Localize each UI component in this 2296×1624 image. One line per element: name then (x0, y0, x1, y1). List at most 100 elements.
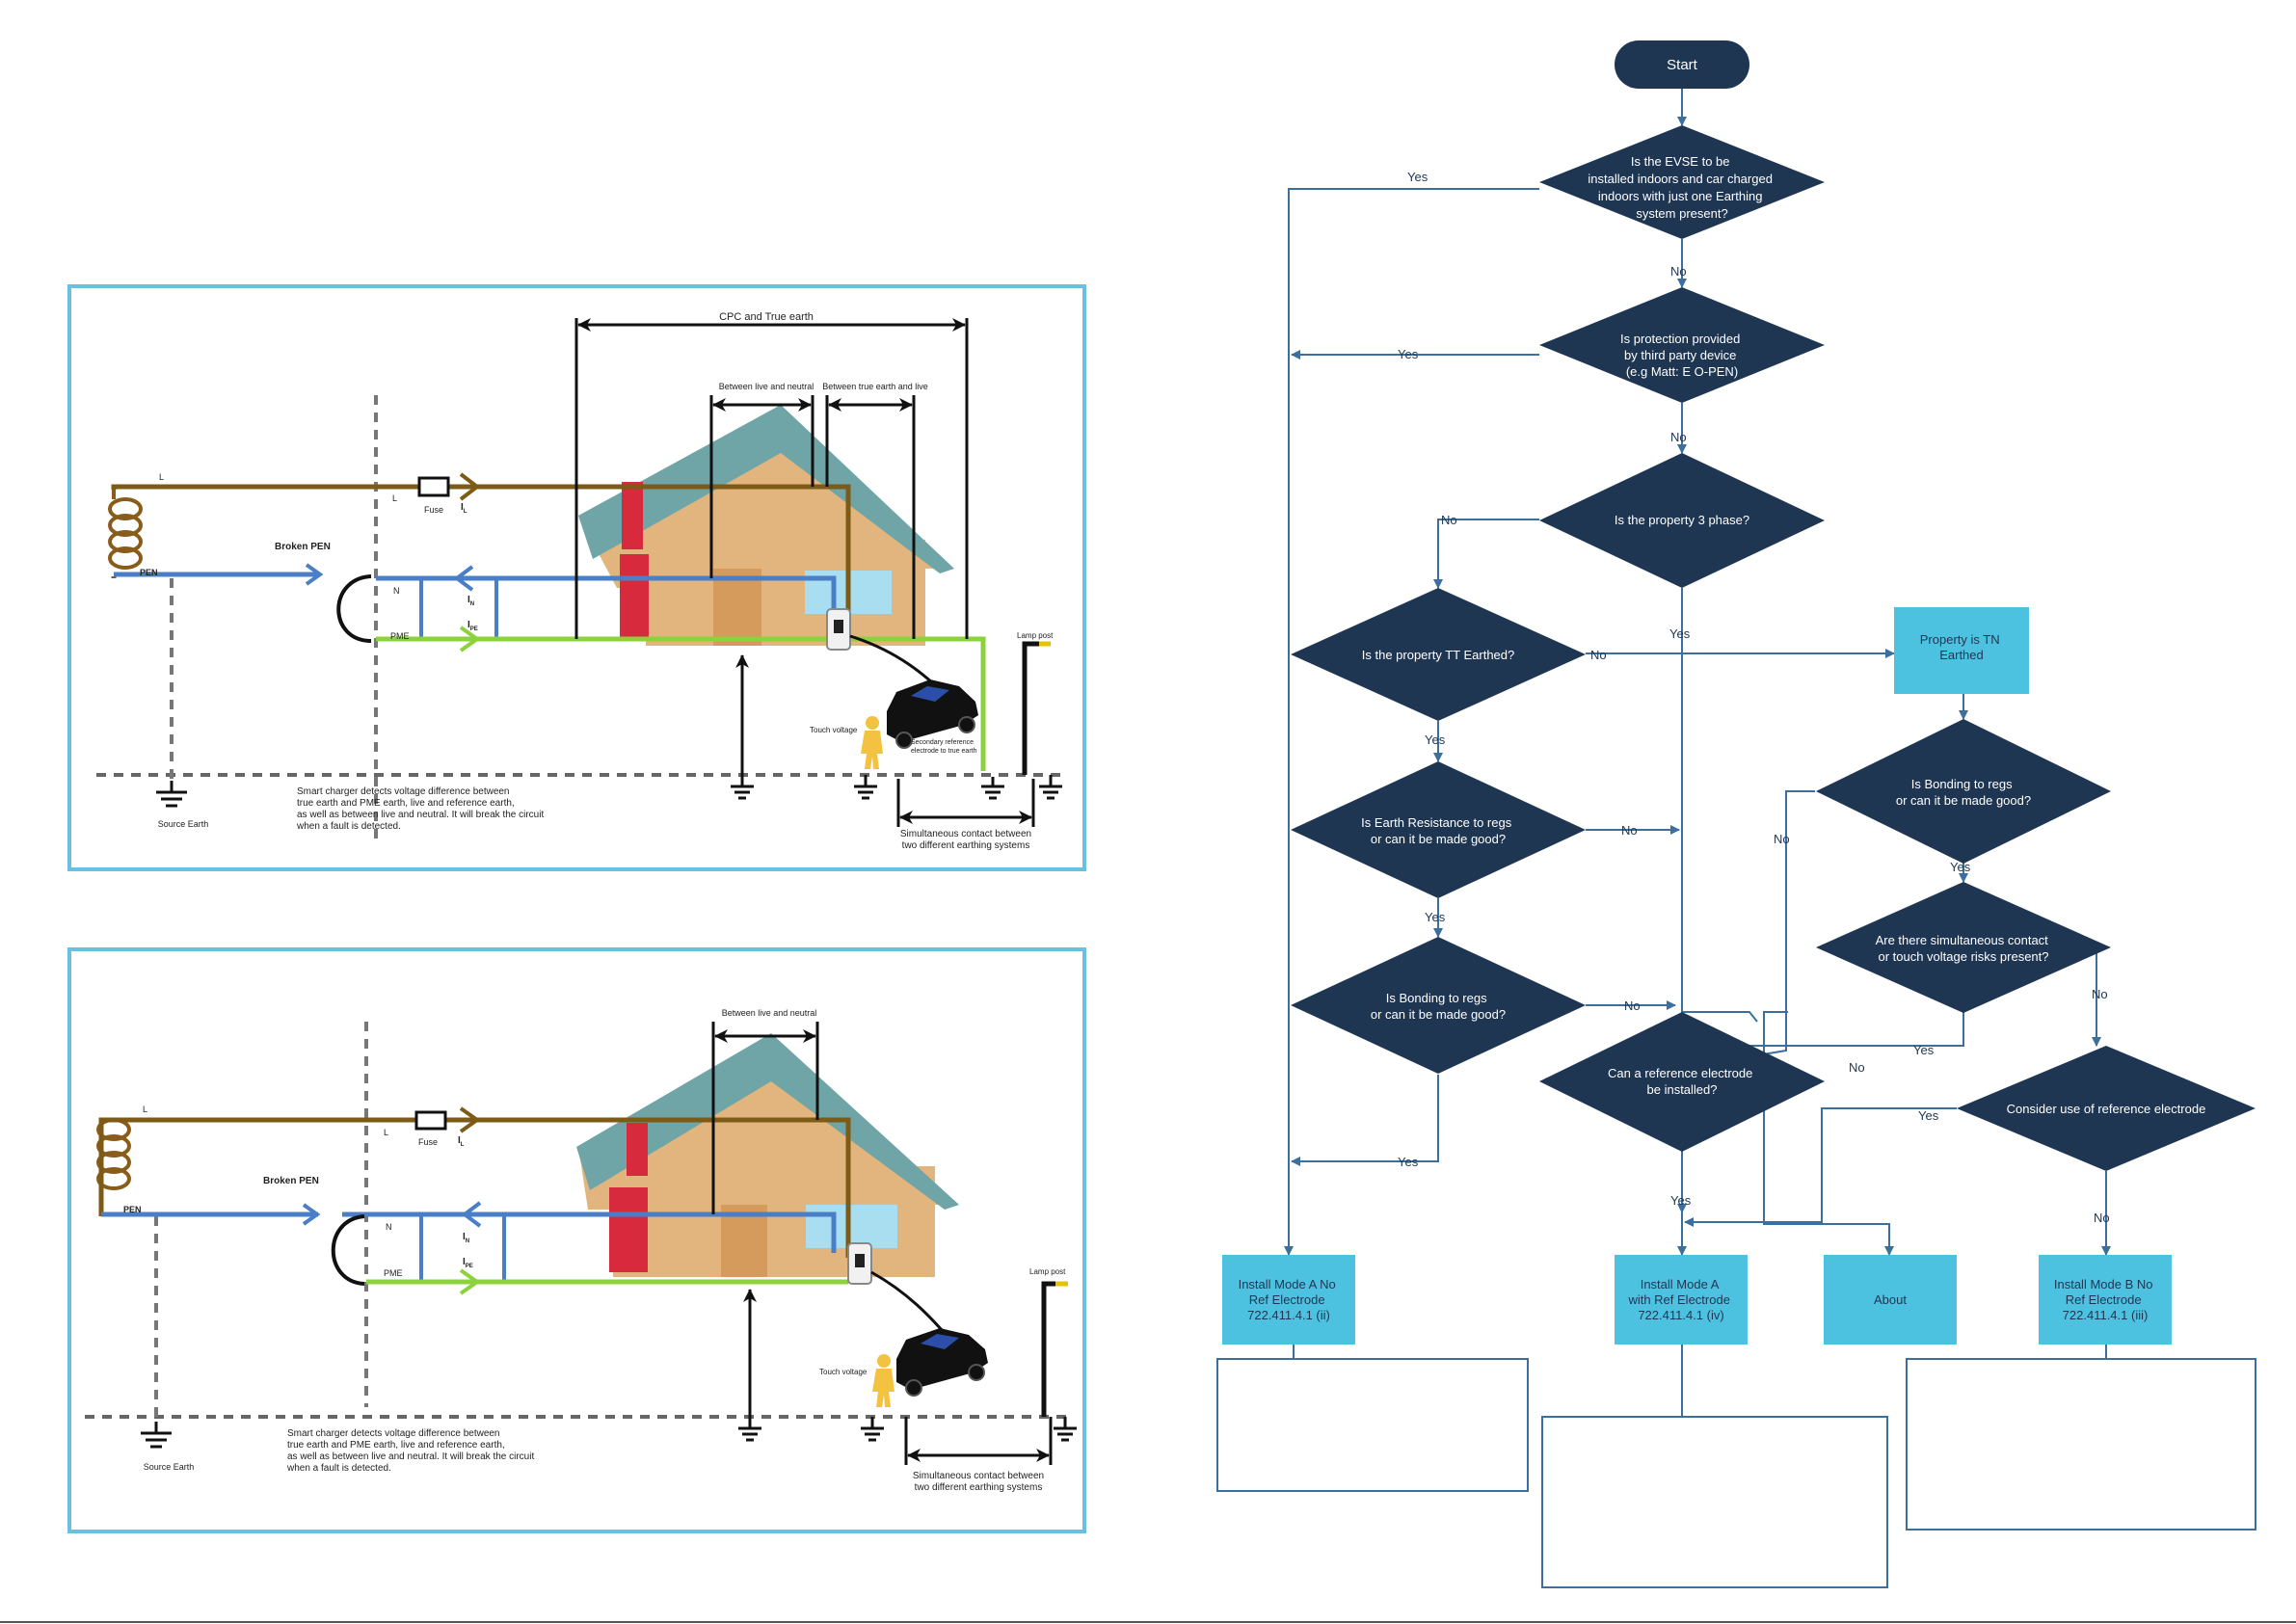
diagram-bottom: Between live and neutral L L Fuse IL Bro… (67, 947, 1086, 1533)
lamp-post (1041, 1281, 1068, 1417)
label-lamp-post: Lamp post (1029, 1267, 1066, 1276)
fuse-icon (417, 476, 450, 497)
label-yes: Yes (1950, 860, 1971, 874)
house (578, 405, 954, 646)
flowchart: Start Is the EVSE to be installed indoor… (1216, 40, 2256, 1588)
label-live-left: L (143, 1105, 147, 1114)
decision-evse-indoors (1539, 125, 1825, 239)
label-secondary-ref-1: Secondary reference (911, 739, 974, 746)
label-no: No (2094, 1211, 2110, 1225)
decision-tt-text: Is the property TT Earthed? (1362, 648, 1515, 662)
result-mode-a-no-ref (1222, 1255, 1355, 1344)
decision-bonding-right (1816, 719, 2111, 864)
result-mode-b-no-ref (2039, 1255, 2172, 1344)
earth-symbol-icon (156, 781, 187, 808)
label-between-live-neutral: Between live and neutral (722, 1008, 817, 1018)
simultaneous-line-2: two different earthing systems (902, 840, 1030, 851)
desc-line-4: when a fault is detected. (286, 1463, 391, 1474)
label-i-l: IL (461, 502, 467, 515)
simultaneous-line-1: Simultaneous contact between (913, 1471, 1044, 1481)
broken-pen-arrow-icon (302, 1203, 321, 1226)
label-no: No (1621, 823, 1638, 838)
neutral-line (376, 575, 837, 617)
label-yes: Yes (1913, 1043, 1935, 1057)
earth-symbol-icon (1039, 775, 1062, 800)
start-node (1615, 40, 1749, 89)
pme-earth-line (376, 636, 986, 771)
label-i-pe: IPE (467, 620, 478, 632)
label-no: No (1670, 430, 1687, 444)
neutral-arrow-icon (461, 1201, 482, 1228)
property-tn-box (1894, 607, 2029, 694)
label-i-l: IL (458, 1135, 465, 1148)
label-live: L (392, 493, 397, 503)
simultaneous-line-2: two different earthing systems (915, 1482, 1043, 1493)
label-no: No (1590, 648, 1607, 662)
label-no: No (1670, 264, 1687, 279)
earth-symbol-icon (981, 777, 1004, 800)
earth-symbol-icon (861, 1417, 884, 1442)
decision-3-phase (1539, 453, 1825, 588)
label-neutral: N (393, 586, 400, 596)
decision-evse-text: Is the EVSE to be installed indoors and … (1588, 154, 1775, 221)
label-pen: PEN (140, 568, 158, 577)
label-touch-voltage: Touch voltage (810, 726, 858, 734)
earth-symbol-icon (141, 1422, 172, 1449)
desc-line-3: as well as between live and neutral. It … (297, 810, 544, 820)
note-box-right (1906, 1358, 2256, 1531)
live-line (111, 484, 851, 636)
label-yes: Yes (1425, 732, 1446, 747)
transformer-coil (108, 490, 143, 570)
person-icon (872, 1354, 894, 1407)
label-yes: Yes (1398, 1155, 1419, 1169)
result-about-text: About (1874, 1292, 1907, 1307)
decision-consider-reference (1957, 1046, 2256, 1171)
result-about (1824, 1255, 1957, 1344)
diagram-top: CPC and True earth Between live and neut… (67, 284, 1086, 871)
decision-simultaneous-text: Are there simultaneous contact or touch … (1876, 933, 2052, 964)
label-source-earth: Source Earth (158, 819, 209, 829)
decision-bonding-left-text: Is Bonding to regs or can it be made goo… (1371, 991, 1506, 1022)
label-yes: Yes (1398, 347, 1419, 361)
label-i-n: IN (463, 1232, 469, 1244)
broken-pen-loop (336, 574, 372, 643)
diagram-bottom-frame (67, 947, 1086, 1533)
neutral-arrow-icon (453, 565, 474, 592)
broken-pen-arrow-icon (305, 563, 324, 586)
label-source-earth: Source Earth (144, 1462, 195, 1472)
label-i-n: IN (467, 595, 474, 607)
label-i-pe: IPE (463, 1257, 473, 1269)
desc-line-4: when a fault is detected. (296, 821, 401, 832)
desc-line-2: true earth and PME earth, live and refer… (287, 1440, 505, 1451)
decision-resistance-text: Is Earth Resistance to regs or can it be… (1361, 815, 1515, 846)
desc-line-1: Smart charger detects voltage difference… (297, 786, 510, 797)
live-arrow-icon (459, 472, 481, 501)
decision-protection-text: Is protection provided by third party de… (1620, 332, 1744, 379)
label-between-true-earth-live: Between true earth and live (822, 382, 928, 391)
earth-symbol-icon (738, 1417, 761, 1442)
broken-pen-loop (331, 1214, 365, 1286)
simultaneous-line-1: Simultaneous contact between (900, 829, 1031, 839)
pme-arrow-icon (459, 1268, 481, 1295)
result-mode-a-with-ref-text: Install Mode A with Ref Electrode 722.41… (1627, 1277, 1733, 1322)
label-cpc-true-earth: CPC and True earth (719, 311, 814, 323)
label-live-left: L (159, 472, 164, 482)
person-icon (861, 716, 883, 769)
diagram-top-frame (67, 284, 1086, 871)
label-between-live-neutral: Between live and neutral (719, 382, 814, 391)
fuse-icon (414, 1110, 447, 1131)
label-no: No (1774, 832, 1790, 846)
label-no: No (1624, 998, 1641, 1013)
label-yes: Yes (1407, 170, 1428, 184)
label-live: L (384, 1128, 388, 1137)
label-broken-pen: Broken PEN (263, 1176, 319, 1186)
live-arrow-icon (459, 1106, 481, 1133)
label-touch-voltage: Touch voltage (819, 1368, 868, 1376)
earth-symbol-icon (854, 775, 877, 800)
label-neutral: N (386, 1222, 392, 1232)
decision-third-party-protection (1539, 287, 1825, 403)
label-pme: PME (384, 1268, 403, 1278)
decision-earth-resistance (1291, 761, 1586, 898)
result-mode-a-no-ref-text: Install Mode A No Ref Electrode 722.411.… (1239, 1277, 1340, 1322)
